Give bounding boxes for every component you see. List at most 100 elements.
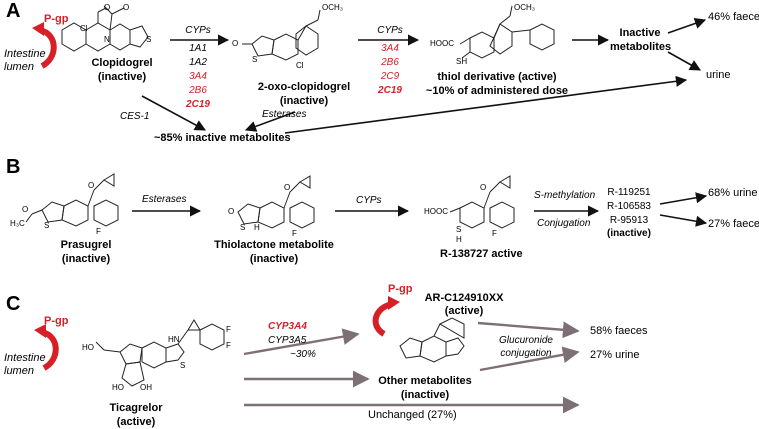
urine-27-label: 27% urine [590,349,640,361]
struct-o: O [284,183,291,192]
struct-ome: O [123,3,130,12]
thiolactone-label: Thiolactone metabolite (inactive) [214,239,334,265]
conjugation-label: Conjugation [537,218,591,229]
cyp-item: 2B6 [189,85,207,96]
arrow-to-faeces [667,18,707,34]
struct-s: S [180,361,186,370]
b-metabolites-label: R-119251 R-106583 R-95913 [607,187,651,226]
struct-sh: SH [456,57,468,66]
cyp-item: 2C19 [186,99,210,110]
inactive-metabolites-label: Inactive metabolites [610,27,672,53]
panel-a-arrows [141,18,707,134]
struct-o: O [228,207,235,216]
arrow-85-to-urine [284,75,688,134]
clopidogrel-label: Clopidogrel (inactive) [91,57,153,83]
cyp-item: 3A4 [189,71,207,82]
struct-s: S [146,35,152,44]
struct-s: S [44,221,50,230]
esterases-label: Esterases [142,194,187,205]
struct-h: H [254,223,260,232]
cyp-item: 2C19 [378,85,402,96]
struct-o: O [104,3,111,12]
faeces-58-label: 58% faeces [590,325,648,337]
ces1-label: CES-1 [120,111,150,122]
inactive-85-label: ~85% inactive metabolites [154,132,291,144]
faeces-46-label: 46% faeces [708,11,759,23]
pgp-label: P-gp [388,283,413,295]
struct-hooc: HOOC [424,207,448,216]
struct-f: F [492,229,497,238]
esterases-label: Esterases [262,109,307,120]
struct-och3: OCH₃ [514,3,536,12]
struct-s: S [240,223,246,232]
struct-s: S [456,225,462,234]
cyp-item: 2B6 [381,57,399,68]
cyps-label: CYPs [356,195,382,206]
arrow-b-to-faeces [659,214,708,227]
pct30-label: ~30% [290,349,316,360]
struct-n: N [104,35,110,44]
struct-o: O [88,181,95,190]
ar-c124910xx-label: AR-C124910XX (active) [424,292,504,317]
ticagrelor-structure [95,319,225,387]
prasugrel-structure [25,173,119,227]
pgp-label: P-gp [44,315,69,327]
arrow-to-urine [667,51,701,71]
struct-f: F [226,325,231,334]
struct-cl: Cl [296,61,304,70]
urine-68-label: 68% urine [708,187,758,199]
arrow-ticagrelor-to-ar [243,328,360,356]
unchanged-label: Unchanged (27%) [368,409,457,421]
panel-b-label: B [6,156,21,178]
clopidogrel-structure [61,5,149,52]
cyps-title-1: CYPs [185,25,211,36]
oxo-clopidogrel-label: 2-oxo-clopidogrel (inactive) [257,81,351,107]
panel-c-arrows [243,321,580,414]
pgp-arrow-icon [32,22,57,69]
ticagrelor-label: Ticagrelor (active) [109,402,163,428]
struct-o: O [232,39,239,48]
glucuronide-label: Glucuronide conjugation [499,335,553,359]
struct-h: H [456,235,462,244]
struct-o: O [480,183,487,192]
struct-f: F [96,227,101,236]
thiol-derivative-label: thiol derivative (active) ~10% of admini… [425,71,569,97]
struct-och3: OCH₃ [322,3,344,12]
thiolactone-structure [237,175,315,229]
struct-h3c: H₃C [10,219,25,228]
struct-s: S [252,55,258,64]
pgp-arrow-icon [34,324,59,371]
r138727-structure [449,175,515,229]
struct-oh: OH [140,383,152,392]
struct-hooc: HOOC [430,39,454,48]
panel-c-label: C [6,293,21,315]
cyp3a5-label: CYP3A5 [268,335,307,346]
ar-c124910xx-structure [399,317,465,363]
r138727-label: R-138727 active [440,248,523,260]
arrow-other-to-urine [479,346,580,372]
cyp-item: 2C9 [380,71,400,82]
arrow-clopidogrel-ces1 [141,95,206,131]
panel-b-arrows [132,192,708,227]
b-inactive-label: (inactive) [607,228,651,239]
oxo-clopidogrel-structure [242,9,321,61]
pgp-label: P-gp [44,13,69,25]
arrow-ar-to-faeces [477,321,580,339]
cyp-item: 1A1 [189,43,207,54]
prasugrel-label: Prasugrel (inactive) [60,239,112,265]
cyp-item: 1A2 [189,57,207,68]
arrow-oxo-esterases [244,111,296,132]
struct-ho: HO [82,343,94,352]
urine-label: urine [706,69,731,81]
struct-cl: Cl [80,24,88,33]
cyp3a4-label: CYP3A4 [268,321,307,332]
intestine-lumen-label: Intestine lumen [4,352,46,377]
thiol-structure [459,5,555,59]
struct-ho: HO [112,383,124,392]
arrow-b-to-urine [659,192,708,205]
other-metabolites-label: Other metabolites (inactive) [378,375,472,401]
struct-f: F [292,229,297,238]
panel-a-label: A [6,0,21,22]
struct-o: O [22,205,29,214]
